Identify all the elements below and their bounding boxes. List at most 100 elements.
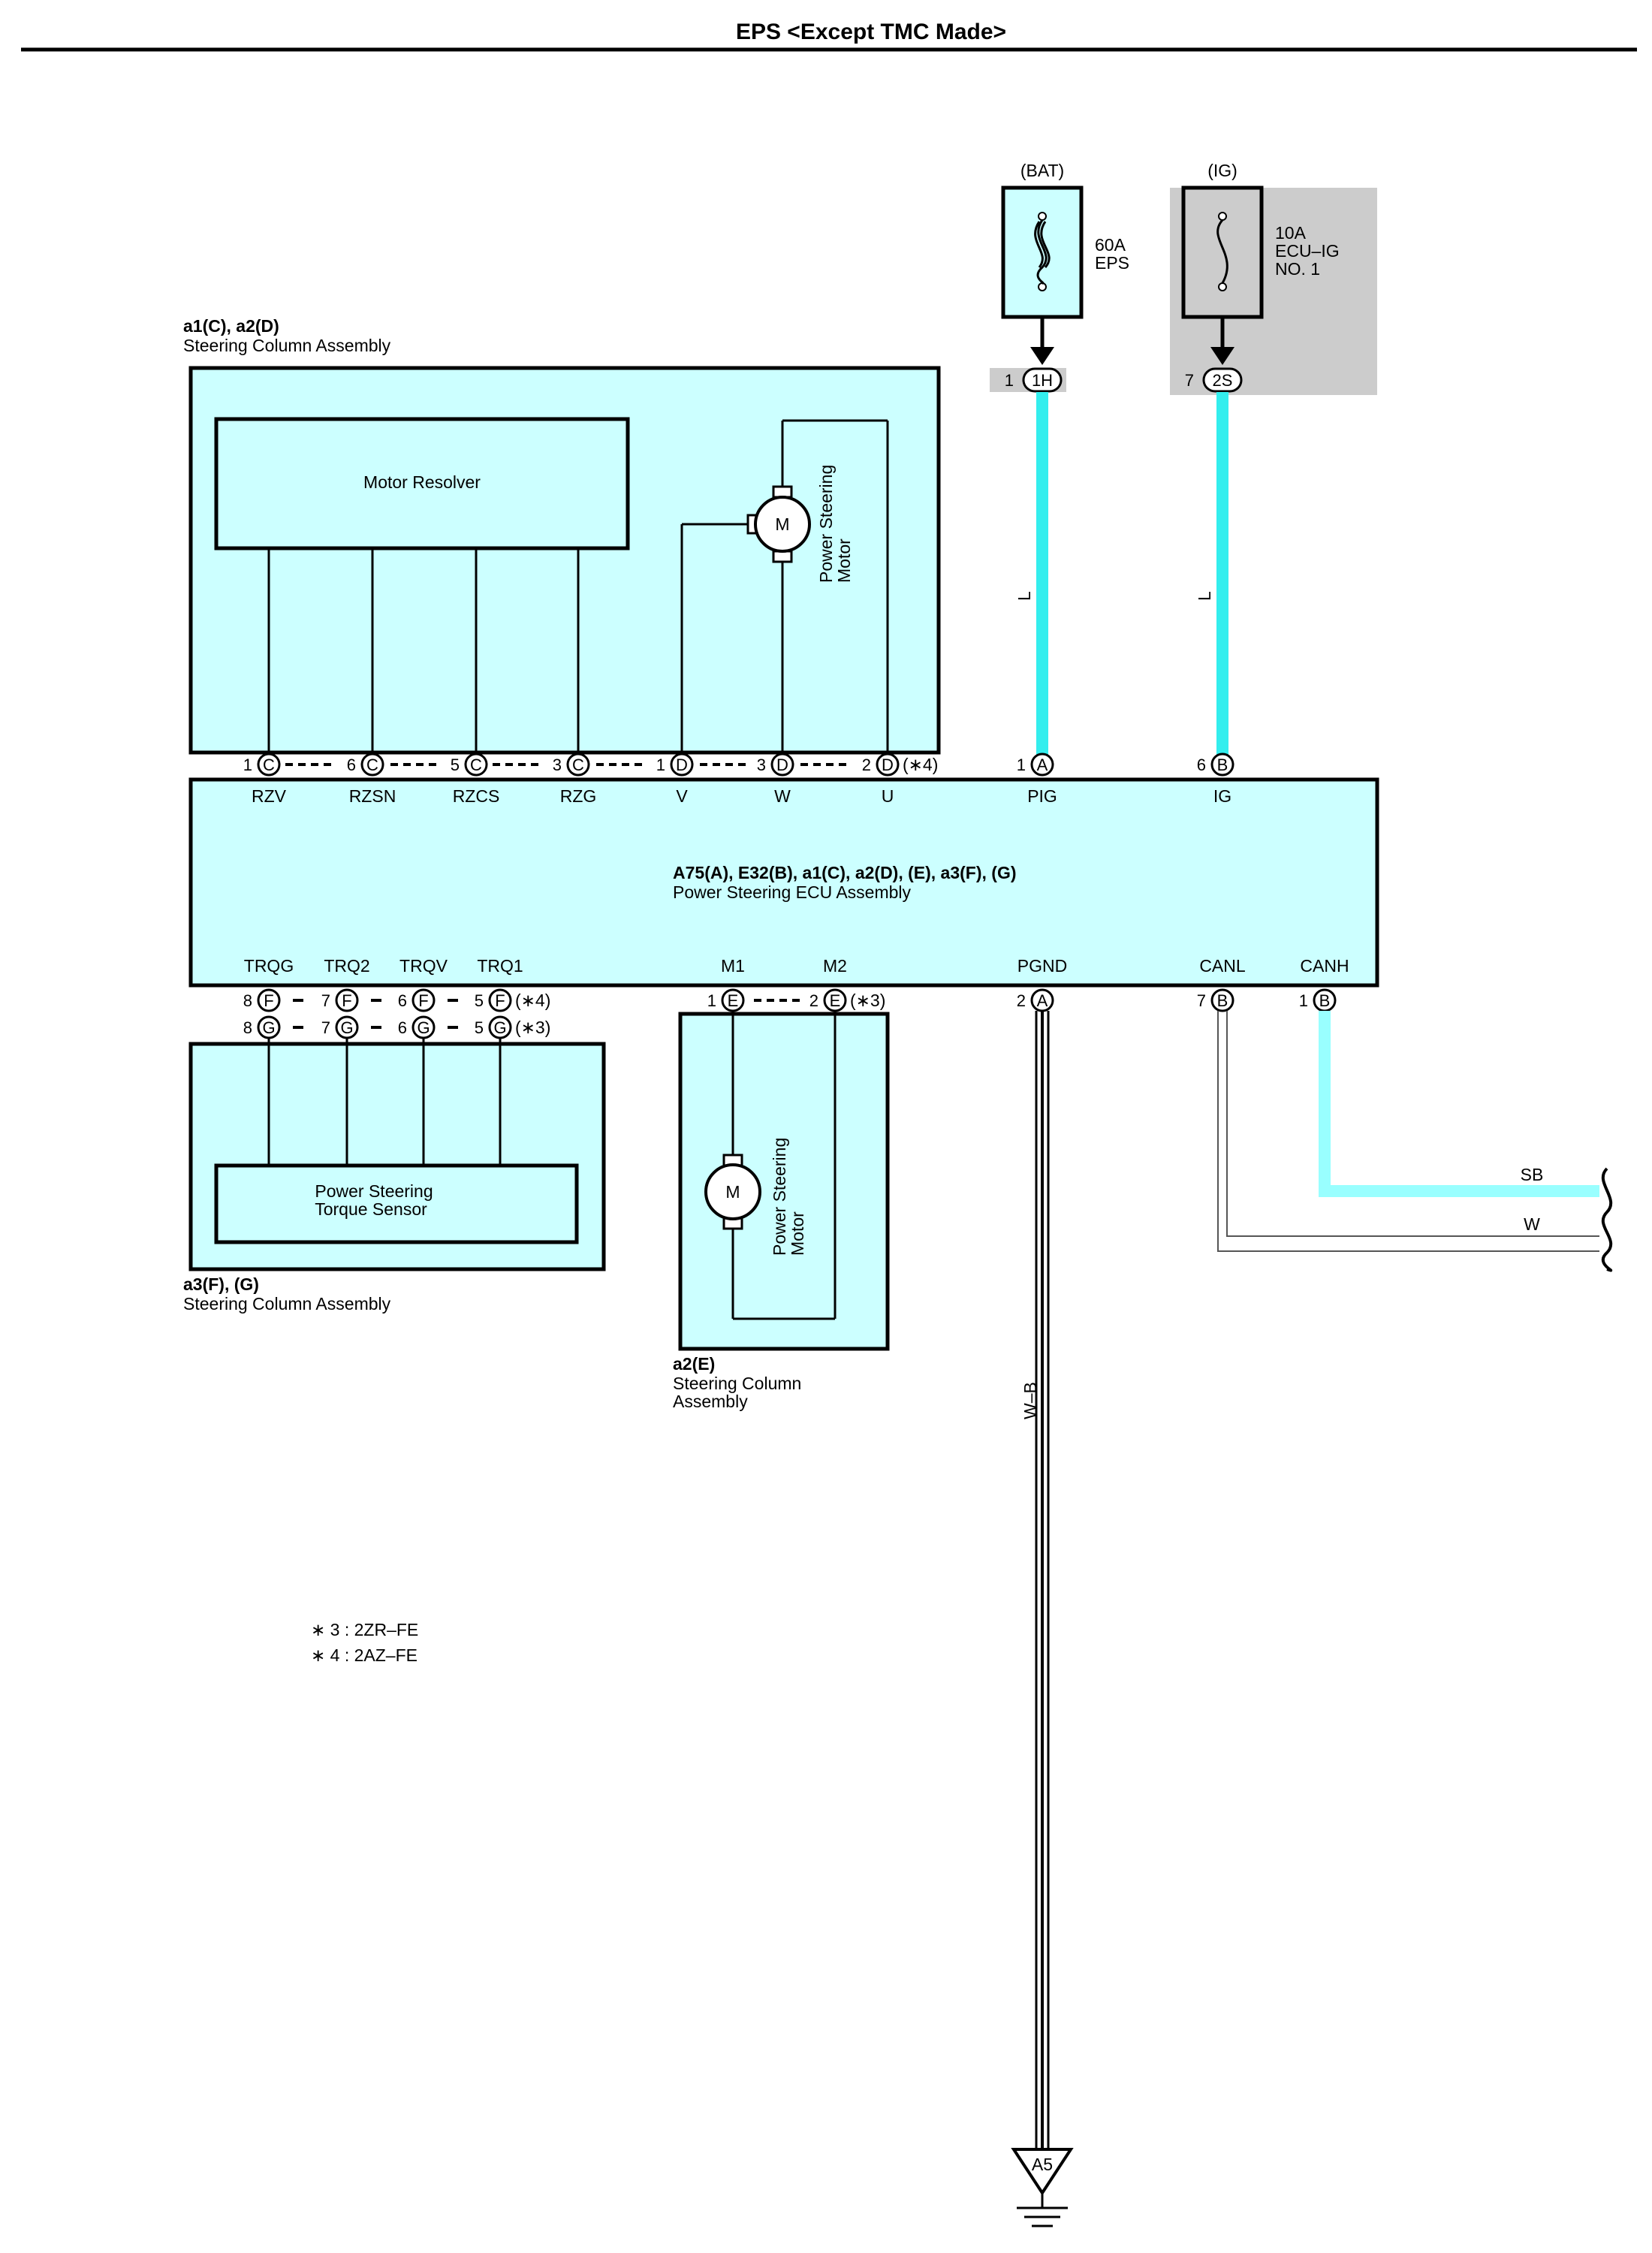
svg-text:5: 5 <box>475 991 484 1010</box>
torque-sensor-label-1: Power Steering <box>315 1181 433 1201</box>
svg-text:2: 2 <box>809 991 818 1010</box>
wire-canl-color: W <box>1524 1214 1540 1234</box>
trq-row-g: 8 G 7 G 6 G 5 G (∗3) <box>243 1015 550 1039</box>
torque-sensor-label-2: Torque Sensor <box>315 1199 427 1219</box>
svg-text:M: M <box>775 514 789 534</box>
motor-assy-name-1: Steering Column <box>673 1374 801 1393</box>
note-4: ∗ 4 : 2AZ–FE <box>311 1645 418 1665</box>
page-title: EPS <Except TMC Made> <box>736 20 1006 44</box>
ground-triangle-icon <box>1011 2148 1074 2196</box>
motor-resolver-label: Motor Resolver <box>363 472 481 492</box>
svg-text:TRQV: TRQV <box>399 956 448 976</box>
fuse-bat-name: EPS <box>1095 253 1129 273</box>
svg-text:TRQ1: TRQ1 <box>477 956 523 976</box>
arrow-down-icon <box>1030 347 1054 365</box>
svg-text:F: F <box>418 991 428 1010</box>
svg-text:B: B <box>1217 756 1228 774</box>
svg-text:G: G <box>493 1018 506 1037</box>
svg-text:W: W <box>774 786 791 806</box>
wire-ground-color: W–B <box>1020 1382 1040 1419</box>
trq-link-dashes <box>293 999 458 1029</box>
motor-assy-name-2: Assembly <box>673 1392 748 1411</box>
terminal-pgnd: 2 A <box>1017 988 1054 1012</box>
terminal-canh: 1 B <box>1299 988 1337 1012</box>
motor-row-e: 1 E 2 E (∗3) <box>707 988 885 1012</box>
svg-text:1: 1 <box>243 756 252 774</box>
svg-text:(∗4): (∗4) <box>515 991 550 1010</box>
fuse-ig: (IG) 10A ECU–IG NO. 1 <box>1170 161 1377 395</box>
torque-sensor <box>214 1163 579 1244</box>
terminal-rzv: 1 C RZV <box>243 753 287 806</box>
svg-text:2: 2 <box>1017 991 1026 1010</box>
svg-text:3: 3 <box>553 756 562 774</box>
column-top-name: Steering Column Assembly <box>183 336 391 355</box>
wire-ground <box>1035 1011 1050 2149</box>
motor-top-label-1: Power Steering <box>816 465 836 583</box>
terminal-rzcs: 5 C RZCS <box>451 753 499 806</box>
torque-assy-name: Steering Column Assembly <box>183 1294 391 1313</box>
svg-text:8: 8 <box>243 1018 252 1037</box>
motor-resolver <box>214 417 630 550</box>
svg-text:V: V <box>676 786 688 806</box>
motor-top: M Power Steering Motor <box>680 419 889 759</box>
svg-text:1: 1 <box>707 991 716 1010</box>
ecu-top-terminals: 1 C RZV 6 C RZSN 5 C RZCS 3 C RZG 1 D V <box>243 753 1234 806</box>
svg-text:D: D <box>776 756 788 774</box>
column-top-ref: a1(C), a2(D) <box>183 316 279 336</box>
svg-text:D: D <box>882 756 894 774</box>
svg-text:7: 7 <box>321 991 330 1010</box>
svg-text:M2: M2 <box>823 956 847 976</box>
svg-text:(∗3): (∗3) <box>515 1018 550 1037</box>
svg-text:RZV: RZV <box>252 786 287 806</box>
svg-text:G: G <box>417 1018 430 1037</box>
terminal-canl: 7 B <box>1197 988 1234 1012</box>
svg-text:TRQ2: TRQ2 <box>324 956 369 976</box>
connector-2s <box>1202 367 1243 393</box>
fuse-ig-amps: 10A <box>1275 223 1307 243</box>
motor-assy-ref: a2(E) <box>673 1354 715 1374</box>
wire-ig <box>1216 392 1228 759</box>
svg-text:RZG: RZG <box>560 786 597 806</box>
svg-text:7: 7 <box>1197 991 1206 1010</box>
wire-canh-color: SB <box>1521 1165 1544 1184</box>
wire-break-icon <box>1601 1167 1613 1272</box>
svg-text:U: U <box>882 786 894 806</box>
svg-text:B: B <box>1319 991 1331 1010</box>
fuse-ig-source: (IG) <box>1207 161 1237 180</box>
ecu-name: Power Steering ECU Assembly <box>673 882 912 902</box>
ground-symbol: A5 <box>1011 2148 1074 2227</box>
svg-text:M1: M1 <box>721 956 745 976</box>
svg-text:F: F <box>264 991 273 1010</box>
svg-text:6: 6 <box>347 756 356 774</box>
svg-text:5: 5 <box>451 756 460 774</box>
svg-text:G: G <box>262 1018 275 1037</box>
wire-canh <box>1319 1011 1599 1197</box>
arrow-down-icon <box>1210 347 1234 365</box>
svg-text:B: B <box>1217 991 1228 1010</box>
fuse-bat-element-icon <box>1034 219 1051 285</box>
svg-text:3: 3 <box>757 756 766 774</box>
motor-top-label-2: Motor <box>834 538 854 583</box>
terminal-pig: 1 A PIG <box>1017 753 1057 806</box>
svg-text:1: 1 <box>1017 756 1026 774</box>
fuse-bat-source: (BAT) <box>1020 161 1064 180</box>
svg-text:1H: 1H <box>1032 371 1053 390</box>
svg-text:D: D <box>676 756 688 774</box>
svg-text:C: C <box>572 756 584 774</box>
svg-text:1: 1 <box>656 756 665 774</box>
wire-pig <box>1036 392 1048 759</box>
svg-text:7: 7 <box>321 1018 330 1037</box>
svg-text:6: 6 <box>1197 756 1206 774</box>
svg-text:5: 5 <box>475 1018 484 1037</box>
terminal-w: 3 D W <box>757 753 794 806</box>
svg-text:8: 8 <box>243 991 252 1010</box>
svg-text:RZSN: RZSN <box>349 786 396 806</box>
fuse-bat: (BAT) 60A EPS <box>1001 161 1129 319</box>
fuse-ig-name-2: NO. 1 <box>1275 259 1320 279</box>
fuse-ig-element-icon <box>1216 219 1228 284</box>
svg-text:M: M <box>725 1182 740 1202</box>
svg-text:E: E <box>830 991 841 1010</box>
motor-top-icon <box>754 496 811 553</box>
ground-label: A5 <box>1032 2155 1053 2174</box>
